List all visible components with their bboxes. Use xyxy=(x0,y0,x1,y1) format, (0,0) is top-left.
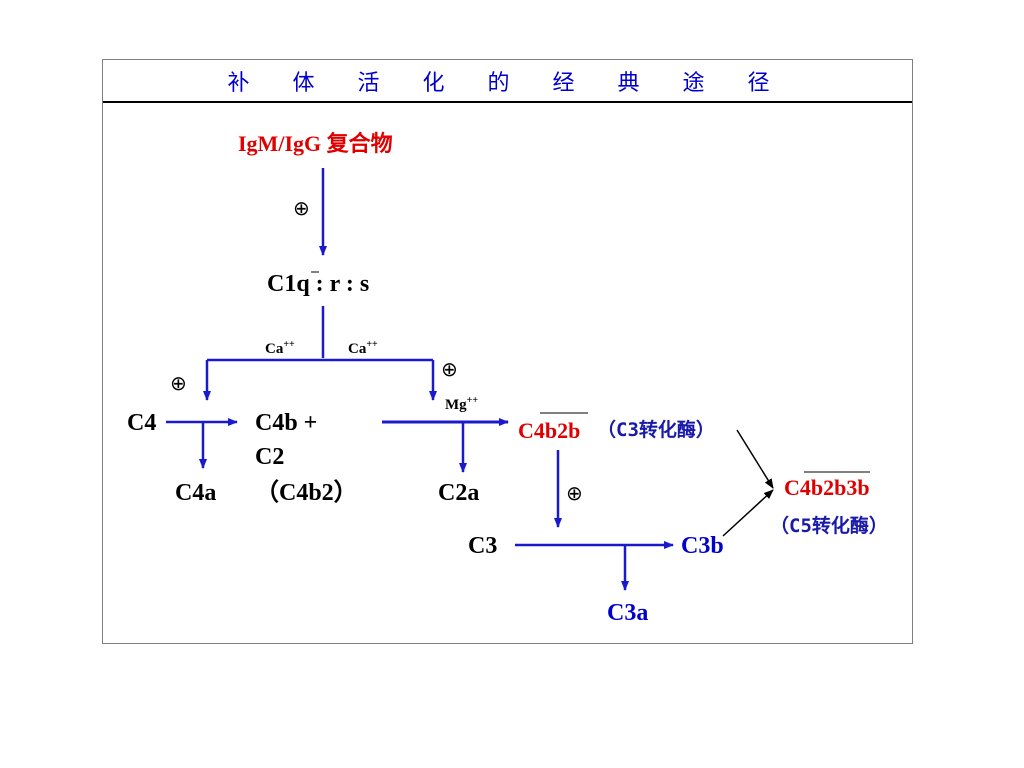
ion-mg-text: Mg xyxy=(445,397,467,413)
c3-convertase-note: （C3转化酶） xyxy=(597,419,715,441)
node-c4b2b3b: C4b2b3b xyxy=(784,475,870,500)
node-c4b2: （C4b2） xyxy=(255,480,358,506)
node-c3b: C3b xyxy=(681,533,724,559)
diagram-frame: 补 体 活 化 的 经 典 途 径 xyxy=(102,59,913,644)
c1q-bar xyxy=(311,271,319,273)
node-c3: C3 xyxy=(468,533,498,559)
node-c4a: C4a xyxy=(175,480,217,506)
ion-ca-right-text: Ca xyxy=(348,341,367,357)
arrow-c3b-to-c4b2b3b xyxy=(722,489,774,537)
ion-ca-right-charge: ++ xyxy=(366,339,378,350)
node-c2: C2 xyxy=(255,444,285,470)
diagram-title: 补 体 活 化 的 经 典 途 径 xyxy=(103,60,912,103)
node-c4: C4 xyxy=(127,410,157,436)
ion-ca-left-charge: ++ xyxy=(283,339,295,350)
arrow-c4b2b-to-c4b2b3b xyxy=(736,429,774,489)
oplus-symbol-2: ⊕ xyxy=(170,371,187,395)
node-igm-igg-complex: IgM/IgG 复合物 xyxy=(238,131,393,156)
node-c4b2b: C4b2b xyxy=(518,418,581,443)
node-c1qrs: C1q : r : s xyxy=(267,271,370,297)
ion-ca-left: Ca++ xyxy=(265,340,295,357)
node-c3a: C3a xyxy=(607,600,649,626)
node-c4b-plus: C4b + xyxy=(255,410,318,436)
oplus-symbol-1: ⊕ xyxy=(293,196,310,220)
c4b2b-overline xyxy=(540,412,588,414)
ion-ca-right: Ca++ xyxy=(348,340,378,357)
ion-ca-left-text: Ca xyxy=(265,341,284,357)
ion-mg-charge: ++ xyxy=(466,395,479,406)
oplus-symbol-3: ⊕ xyxy=(441,357,458,381)
node-c2a: C2a xyxy=(438,480,480,506)
c5-convertase-note: （C5转化酶） xyxy=(770,515,888,537)
oplus-symbol-4: ⊕ xyxy=(566,481,583,505)
ion-mg: Mg++ xyxy=(445,396,478,413)
c4b2b3b-overline xyxy=(804,471,870,473)
